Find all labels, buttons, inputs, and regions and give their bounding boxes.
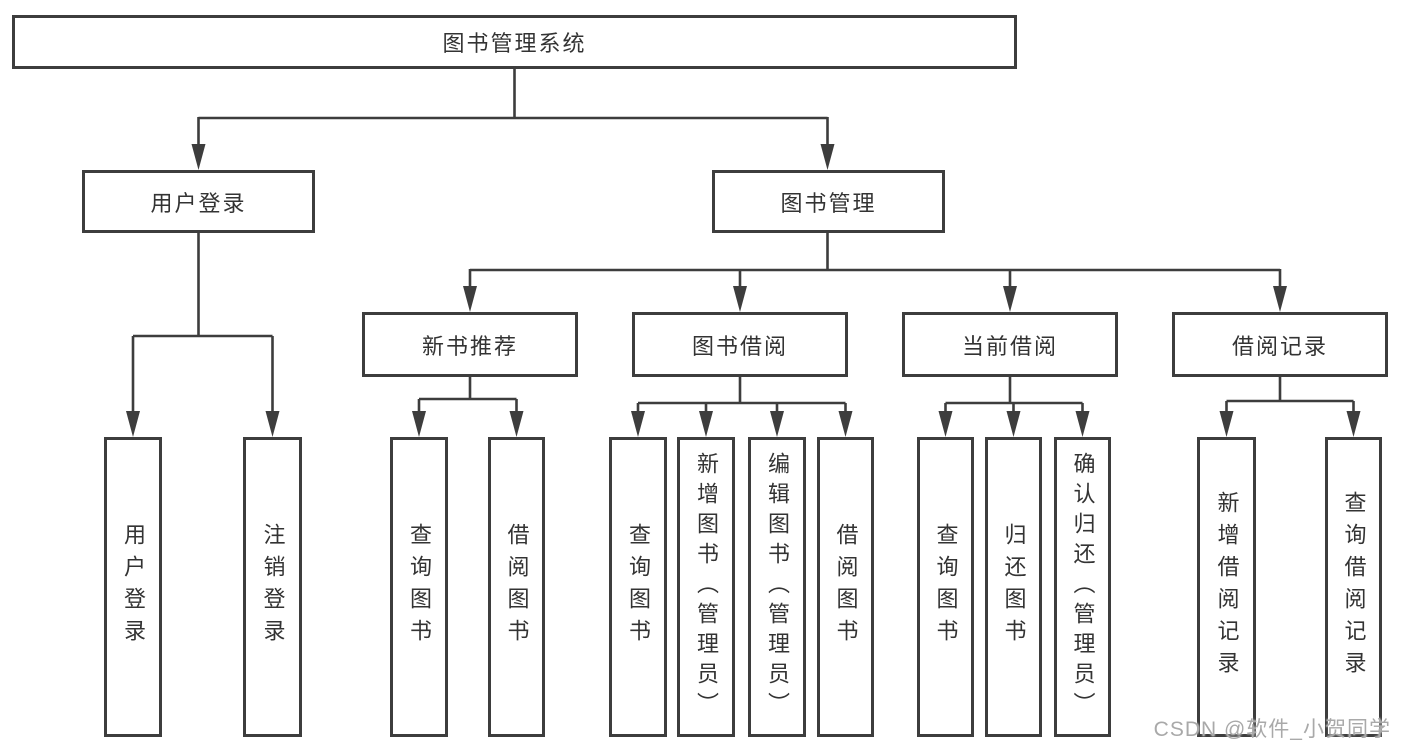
node-borrow-record: 借阅记录 — [1172, 312, 1388, 377]
leaf-edit-books-admin: 编辑图书（管理员） — [748, 437, 806, 737]
leaf-query-books-borrow: 查询图书 — [609, 437, 667, 737]
leaf-borrow-books-recommend: 借阅图书 — [488, 437, 545, 737]
leaf-logout: 注销登录 — [243, 437, 302, 737]
arrowhead-icon — [1075, 411, 1090, 437]
arrowhead-icon — [770, 411, 784, 437]
connector-user-login-branch — [126, 233, 280, 437]
leaf-add-borrow-record: 新增借阅记录 — [1197, 437, 1256, 737]
leaf-query-books-recommend: 查询图书 — [390, 437, 448, 737]
connector-current-borrow-branch — [938, 377, 1090, 437]
node-new-book-recommend: 新书推荐 — [362, 312, 578, 377]
connector-line — [944, 377, 1084, 415]
arrowhead-icon — [412, 411, 426, 437]
leaf-confirm-return-admin: 确认归还（管理员） — [1054, 437, 1111, 737]
arrowhead-icon — [265, 411, 280, 437]
connector-line — [636, 377, 847, 415]
node-book-borrow: 图书借阅 — [632, 312, 848, 377]
arrowhead-icon — [1273, 286, 1287, 312]
arrowhead-icon — [1346, 411, 1361, 437]
connector-line — [468, 233, 1282, 290]
csdn-watermark: CSDN @软件_小贺同学 — [1153, 718, 1391, 741]
arrowhead-icon — [509, 411, 524, 437]
arrowhead-icon — [1219, 411, 1234, 437]
leaf-query-books-current: 查询图书 — [917, 437, 974, 737]
connector-line — [417, 377, 518, 415]
arrowhead-icon — [1003, 286, 1017, 312]
connector-root-to-level2 — [191, 69, 835, 170]
arrowhead-icon — [733, 286, 747, 312]
arrowhead-icon — [820, 144, 835, 170]
arrowhead-icon — [938, 411, 953, 437]
connector-line — [131, 233, 274, 415]
arrowhead-icon — [191, 144, 206, 170]
arrowhead-icon — [699, 411, 713, 437]
node-library-management-system: 图书管理系统 — [12, 15, 1017, 69]
arrowhead-icon — [631, 411, 645, 437]
node-user-login: 用户登录 — [82, 170, 315, 233]
leaf-return-books: 归还图书 — [985, 437, 1042, 737]
connector-line — [197, 69, 829, 148]
arrowhead-icon — [838, 411, 853, 437]
arrowhead-icon — [126, 411, 140, 437]
connector-new-book-branch — [412, 377, 524, 437]
arrowhead-icon — [463, 286, 477, 312]
connector-book-management-branch — [463, 233, 1287, 312]
node-current-borrow: 当前借阅 — [902, 312, 1118, 377]
arrowhead-icon — [1006, 411, 1021, 437]
connector-line — [1225, 377, 1355, 415]
connector-book-borrow-branch — [631, 377, 853, 437]
leaf-user-login: 用户登录 — [104, 437, 162, 737]
leaf-borrow-books: 借阅图书 — [817, 437, 874, 737]
leaf-query-borrow-record: 查询借阅记录 — [1325, 437, 1382, 737]
node-book-management: 图书管理 — [712, 170, 945, 233]
leaf-add-books-admin: 新增图书（管理员） — [677, 437, 735, 737]
connector-borrow-record-branch — [1219, 377, 1361, 437]
